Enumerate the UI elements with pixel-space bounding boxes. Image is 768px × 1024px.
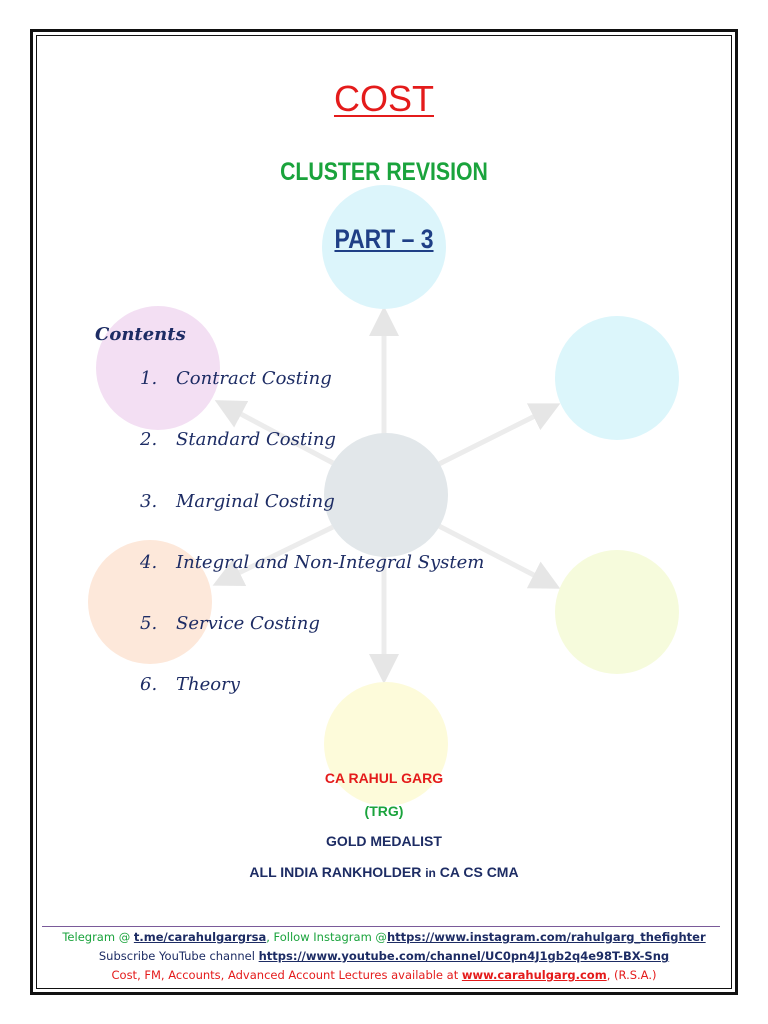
contents-item: 6. Theory xyxy=(140,674,484,735)
contents-list: 1. Contract Costing 2. Standard Costing 3.… xyxy=(140,368,484,736)
bottom-circle xyxy=(324,682,448,806)
contents-item: 3. Marginal Costing xyxy=(140,491,484,552)
contents-item: 5. Service Costing xyxy=(140,613,484,674)
arrow-up-right xyxy=(435,403,561,468)
item-number: 5. xyxy=(140,613,158,635)
author-title: GOLD MEDALIST xyxy=(326,833,442,849)
arrow-up-left xyxy=(214,400,335,466)
footer-youtube-line: Subscribe YouTube channel https://www.yo… xyxy=(0,949,768,963)
author-alias: (TRG) xyxy=(364,803,404,819)
page-border-outer xyxy=(30,29,738,995)
author-rank: ALL INDIA RANKHOLDER in CA CS CMA xyxy=(0,864,768,880)
instagram-prefix: , Follow Instagram @ xyxy=(266,930,387,944)
contents-item: 2. Standard Costing xyxy=(140,429,484,490)
contents-item: 1. Contract Costing xyxy=(140,368,484,429)
telegram-prefix: Telegram @ xyxy=(62,930,134,944)
item-label: Service Costing xyxy=(176,613,320,635)
contents-item: 4. Integral and Non-Integral System xyxy=(140,552,484,613)
item-number: 1. xyxy=(140,368,158,389)
bottom-left-circle xyxy=(88,540,212,664)
footer-social-line: Telegram @ t.me/carahulgargrsa, Follow I… xyxy=(0,930,768,944)
lectures-prefix: Cost, FM, Accounts, Advanced Account Lec… xyxy=(111,968,462,982)
website-link[interactable]: www.carahulgarg.com xyxy=(461,968,607,982)
top-left-circle xyxy=(96,306,220,430)
item-label: Marginal Costing xyxy=(176,490,335,512)
page-title: COST xyxy=(333,78,434,119)
item-number: 4. xyxy=(140,551,158,573)
item-label: Theory xyxy=(176,674,240,696)
top-circle xyxy=(322,185,446,309)
contents-heading: Contents xyxy=(95,324,186,345)
item-label: Standard Costing xyxy=(176,429,336,451)
youtube-link[interactable]: https://www.youtube.com/channel/UC0pn4J1… xyxy=(258,949,670,963)
rank-in: in xyxy=(425,866,436,880)
footer-lectures-line: Cost, FM, Accounts, Advanced Account Lec… xyxy=(0,968,768,982)
page-subtitle: CLUSTER REVISION xyxy=(280,158,488,186)
item-label: Contract Costing xyxy=(176,368,332,389)
item-label: Integral and Non-Integral System xyxy=(176,551,485,573)
telegram-link[interactable]: t.me/carahulgargrsa xyxy=(133,930,267,944)
author-name: CA RAHUL GARG xyxy=(324,770,444,786)
item-number: 6. xyxy=(140,674,158,696)
item-number: 3. xyxy=(140,490,158,512)
lectures-suffix: , (R.S.A.) xyxy=(606,968,657,982)
rank-suffix: CA CS CMA xyxy=(435,864,519,880)
arrow-down-left xyxy=(212,524,335,586)
rank-prefix: ALL INDIA RANKHOLDER xyxy=(249,864,426,880)
item-number: 2. xyxy=(140,429,158,451)
youtube-prefix: Subscribe YouTube channel xyxy=(98,949,259,963)
instagram-link[interactable]: https://www.instagram.com/rahulgarg_thef… xyxy=(386,930,706,944)
top-right-circle xyxy=(555,316,679,440)
part-heading: PART – 3 xyxy=(334,224,434,254)
center-circle xyxy=(324,433,448,557)
footer-divider xyxy=(42,926,720,927)
page-border-inner xyxy=(36,35,732,989)
bottom-right-circle xyxy=(555,550,679,674)
arrow-down-right xyxy=(435,522,561,589)
